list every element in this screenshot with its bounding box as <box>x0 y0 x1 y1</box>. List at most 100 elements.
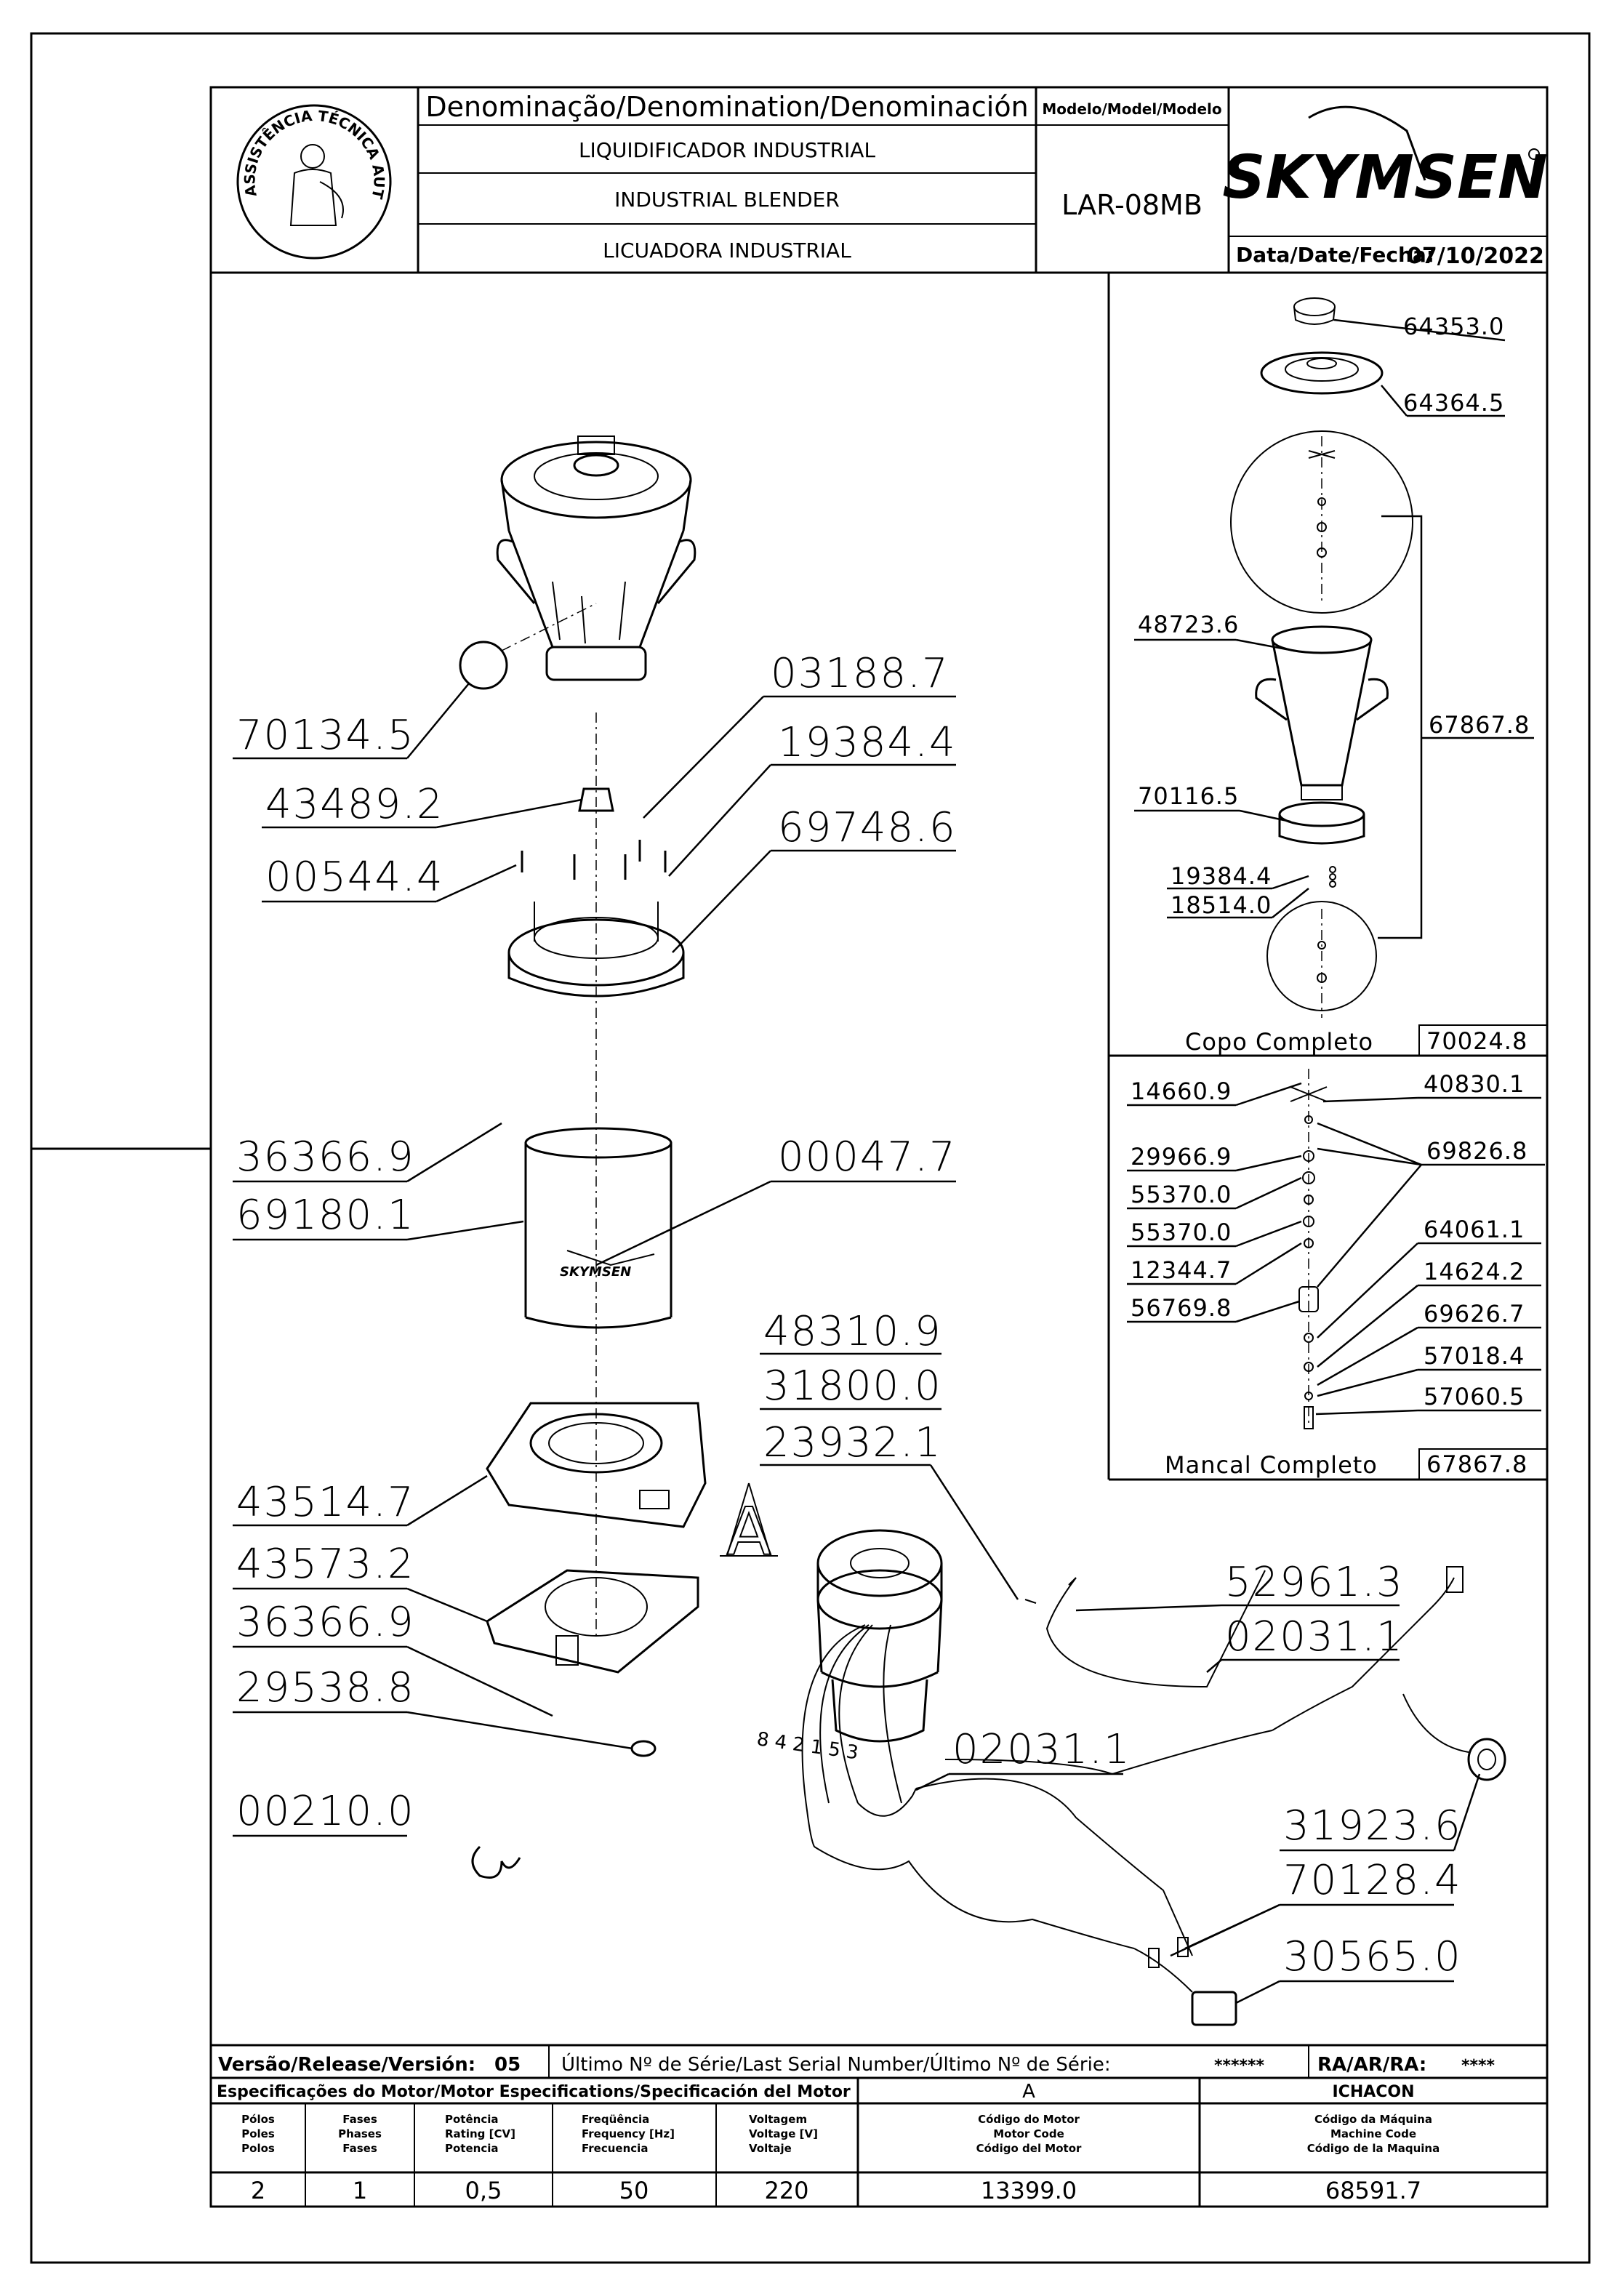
svg-text:Voltaje: Voltaje <box>749 2142 792 2155</box>
svg-text:29538.8: 29538.8 <box>236 1664 415 1711</box>
name-pt: LIQUIDIFICADOR INDUSTRIAL <box>579 138 875 162</box>
part-callout: 69180.1 <box>233 1192 524 1241</box>
svg-text:19384.4: 19384.4 <box>778 719 957 766</box>
svg-text:55370.0: 55370.0 <box>1131 1181 1232 1208</box>
svg-text:69626.7: 69626.7 <box>1424 1300 1525 1328</box>
svg-text:220: 220 <box>764 2177 808 2204</box>
bearing-code: 67867.8 <box>1426 1450 1527 1478</box>
svg-text:SKYMSEN: SKYMSEN <box>560 1264 631 1280</box>
main-part-labels: 70134.5 03188.7 19384.4 43489.2 69748.6 … <box>233 650 1481 2004</box>
coupling-base <box>507 902 685 998</box>
part-callout: 31923.6 <box>1280 1773 1481 1852</box>
part-callout: 00544.4 <box>262 854 517 903</box>
svg-text:Fases: Fases <box>342 2113 377 2126</box>
svg-text:43514.7: 43514.7 <box>236 1479 415 1526</box>
part-callout: 43573.2 <box>233 1541 488 1623</box>
part-callout: 48310.9 <box>760 1308 942 1355</box>
part-callout: 29538.8 <box>233 1664 633 1750</box>
svg-text:14660.9: 14660.9 <box>1131 1077 1232 1105</box>
cup-part-label: 67867.8 <box>1421 711 1534 739</box>
svg-text:36366.9: 36366.9 <box>236 1599 415 1646</box>
svg-text:31923.6: 31923.6 <box>1283 1802 1462 1850</box>
bearing-caption: Mancal Completo <box>1165 1451 1378 1479</box>
part-callout: 36366.9 <box>233 1122 502 1183</box>
svg-text:Pólos: Pólos <box>241 2113 275 2126</box>
spec-column-headers: Pólos Poles Polos Fases Phases Fases Pot… <box>241 2113 1440 2155</box>
blender-jar <box>459 435 696 690</box>
date-label: Data/Date/Fecha: <box>1236 243 1434 267</box>
svg-text:64364.5: 64364.5 <box>1403 389 1504 417</box>
part-callout: 69748.6 <box>672 804 957 953</box>
motor <box>816 1529 943 1743</box>
cup-part-label: 48723.6 <box>1134 611 1295 652</box>
part-callout: 70128.4 <box>1170 1857 1462 1957</box>
part-callout: 70134.5 <box>233 683 470 760</box>
part-callout: 30565.0 <box>1235 1933 1461 2004</box>
part-callout: 36366.9 <box>233 1599 553 1717</box>
svg-text:Código del Motor: Código del Motor <box>976 2142 1082 2155</box>
machine-name: ICHACON <box>1332 2083 1414 2101</box>
svg-text:55370.0: 55370.0 <box>1131 1219 1232 1246</box>
svg-text:43573.2: 43573.2 <box>236 1541 415 1588</box>
motor-spec-label: Especificações do Motor/Motor Especifica… <box>217 2083 851 2101</box>
svg-text:19384.4: 19384.4 <box>1171 862 1272 890</box>
bearing-left-labels: 14660.9 29966.9 55370.0 55370.0 12344.7 … <box>1127 1077 1302 1323</box>
svg-text:2: 2 <box>251 2177 265 2204</box>
view-marker <box>720 1482 778 1557</box>
main-exploded-view: SKYMSEN <box>459 435 1506 2026</box>
title-block: Denominação/Denomination/Denominación LI… <box>0 0 1548 274</box>
svg-text:00047.7: 00047.7 <box>778 1133 957 1181</box>
cup-part-label: 64364.5 <box>1381 385 1505 417</box>
skymsen-logo: SKYMSEN <box>1222 105 1548 212</box>
base-housing <box>486 1402 707 1528</box>
svg-text:Frecuencia: Frecuencia <box>582 2142 648 2155</box>
svg-text:52961.3: 52961.3 <box>1225 1559 1404 1606</box>
part-callout: 43489.2 <box>262 781 582 829</box>
spec-values: 2 1 0,5 50 220 13399.0 68591.7 <box>251 2177 1421 2204</box>
svg-text:Voltage [V]: Voltage [V] <box>749 2127 818 2140</box>
stamp-text: ASSISTÊNCIA TÉCNICA AUTORIZADA <box>0 0 388 201</box>
svg-text:48310.9: 48310.9 <box>763 1308 942 1355</box>
model-label: Modelo/Model/Modelo <box>1042 100 1221 118</box>
svg-text:Machine Code: Machine Code <box>1330 2127 1416 2140</box>
svg-text:Motor Code: Motor Code <box>993 2127 1064 2140</box>
part-callout: 03188.7 <box>643 650 956 819</box>
svg-text:57060.5: 57060.5 <box>1424 1383 1525 1410</box>
svg-text:1: 1 <box>353 2177 367 2204</box>
ra-label: RA/AR/RA: <box>1317 2054 1426 2076</box>
svg-text:56769.8: 56769.8 <box>1131 1294 1232 1322</box>
part-callout: 02031.1 <box>915 1726 1131 1791</box>
svg-text:Fases: Fases <box>342 2142 377 2155</box>
svg-text:43489.2: 43489.2 <box>265 781 444 828</box>
housing-cylinder: SKYMSEN <box>524 1127 673 1329</box>
svg-text:03188.7: 03188.7 <box>771 650 949 697</box>
svg-text:67867.8: 67867.8 <box>1429 711 1530 739</box>
svg-text:00544.4: 00544.4 <box>265 854 444 901</box>
svg-text:0,5: 0,5 <box>465 2177 502 2204</box>
svg-text:64061.1: 64061.1 <box>1424 1216 1525 1243</box>
svg-text:69826.8: 69826.8 <box>1426 1137 1527 1165</box>
model-value: LAR-08MB <box>1061 189 1203 221</box>
svg-text:29966.9: 29966.9 <box>1131 1143 1232 1171</box>
svg-text:02031.1: 02031.1 <box>952 1726 1131 1773</box>
svg-text:Potencia: Potencia <box>445 2142 498 2155</box>
date-value: 07/10/2022 <box>1407 244 1544 269</box>
svg-text:14624.2: 14624.2 <box>1424 1258 1525 1285</box>
footer-table: Versão/Release/Versión: 05 Último Nº de … <box>211 2044 1547 2207</box>
release-label: Versão/Release/Versión: <box>218 2054 475 2076</box>
svg-text:31800.0: 31800.0 <box>763 1362 942 1410</box>
cup-part-label: 64353.0 <box>1333 313 1506 342</box>
svg-text:Frequency [Hz]: Frequency [Hz] <box>582 2127 675 2140</box>
release-value: 05 <box>494 2054 521 2076</box>
svg-text:70116.5: 70116.5 <box>1138 782 1239 810</box>
svg-text:23932.1: 23932.1 <box>763 1419 942 1466</box>
svg-text:Polos: Polos <box>241 2142 275 2155</box>
brand-text: SKYMSEN <box>1222 143 1547 212</box>
svg-text:70128.4: 70128.4 <box>1283 1857 1462 1904</box>
part-callout: 00210.0 <box>233 1788 414 1837</box>
part-callout: 31800.0 <box>760 1362 942 1410</box>
svg-text:Freqüência: Freqüência <box>582 2113 649 2126</box>
svg-text:69748.6: 69748.6 <box>778 804 957 851</box>
svg-text:Rating [CV]: Rating [CV] <box>445 2127 515 2140</box>
